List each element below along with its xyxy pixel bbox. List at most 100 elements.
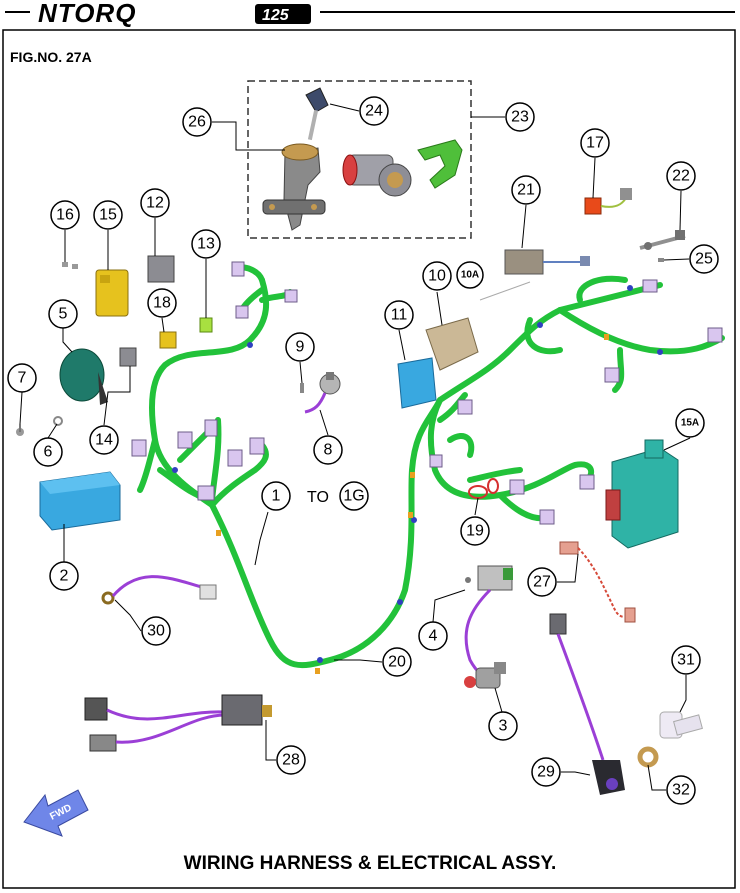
relay-12 [147,255,175,283]
svg-text:8: 8 [324,442,333,459]
callout-22: 22 [666,161,696,191]
screws-16 [62,262,78,269]
ignition-switch [262,143,326,231]
callout-6: 6 [33,437,63,467]
washer-32 [637,746,659,768]
horn [59,348,108,405]
callout-14: 14 [89,425,119,455]
svg-text:10A: 10A [461,270,479,281]
callout-28: 28 [276,745,306,775]
svg-text:28: 28 [282,752,300,769]
brand-logo: NTORQ 125 [5,0,735,28]
callout-13: 13 [191,229,221,259]
svg-text:31: 31 [677,652,695,669]
callout-16: 16 [50,200,80,230]
svg-text:4: 4 [429,628,438,645]
ecu-15A [605,439,679,549]
clip-13 [199,317,213,333]
svg-text:2: 2 [60,568,69,585]
callout-31: 31 [671,645,701,675]
harness-tags [216,334,609,674]
screw-9 [300,383,304,393]
logo-wordmark: NTORQ [38,0,136,28]
svg-text:25: 25 [695,251,713,268]
callout-27: 27 [527,567,557,597]
callout-15A: 15A [675,408,705,438]
module-4 [465,565,513,591]
callout-30: 30 [141,616,171,646]
svg-text:14: 14 [95,432,113,449]
callout-19: 19 [460,516,490,546]
callout-8: 8 [313,435,343,465]
battery [39,471,121,531]
svg-text:6: 6 [44,444,53,461]
svg-text:1: 1 [272,488,281,505]
ignition-key [305,87,329,141]
screw-25 [658,258,664,262]
callout-1G: 1G [339,481,369,511]
svg-text:17: 17 [586,135,604,152]
figure-title: WIRING HARNESS & ELECTRICAL ASSY. [184,853,557,874]
callout-15: 15 [93,200,123,230]
washer-6 [53,416,63,426]
svg-text:3: 3 [499,718,508,735]
svg-text:7: 7 [18,370,27,387]
figure-number: FIG.NO. 27A [10,49,92,65]
callout-23: 23 [505,102,535,132]
logo-suffix: 125 [262,7,290,24]
lock-cylinder [342,154,412,197]
flasher-relay [95,269,129,317]
svg-text:23: 23 [511,109,529,126]
switch-22 [639,230,686,250]
callout-12: 12 [140,188,170,218]
svg-text:27: 27 [533,574,551,591]
harness-connectors [131,261,723,525]
svg-text:19: 19 [466,523,484,540]
lock-holder-clip [417,139,463,189]
logo-badge [255,4,311,24]
sensor-8 [319,372,341,395]
svg-text:15: 15 [99,207,117,224]
callout-9: 9 [285,332,315,362]
svg-text:5: 5 [59,306,68,323]
svg-text:30: 30 [147,623,165,640]
cross-reference-label: TO [307,489,329,506]
svg-text:32: 32 [672,782,690,799]
callout-29: 29 [531,757,561,787]
svg-text:15A: 15A [681,418,699,429]
wire-30 [101,575,217,605]
svg-text:20: 20 [388,654,406,671]
callout-2: 2 [49,561,79,591]
callout-24: 24 [359,96,389,126]
callout-26: 26 [182,107,212,137]
relay-14 [119,347,137,367]
harness-clips [172,285,663,663]
leader-lines [19,103,691,791]
sensor-29 [549,613,625,795]
connector-17 [584,188,632,215]
svg-text:18: 18 [153,295,171,312]
figure-frame [2,29,736,889]
module-11 [397,357,437,409]
sensor-3 [464,662,506,689]
sub-harness-28 [84,694,272,752]
sensor-wire [304,392,327,414]
callout-10A: 10A [456,261,484,289]
callout-7: 7 [7,363,37,393]
ecu-10 [425,317,479,371]
svg-text:11: 11 [391,307,408,324]
svg-text:26: 26 [188,114,206,131]
svg-text:13: 13 [197,236,215,253]
main-wiring-harness [137,264,725,669]
svg-text:9: 9 [296,339,305,356]
callout-10: 10 [422,261,452,291]
svg-text:10: 10 [428,268,446,285]
svg-text:16: 16 [56,207,74,224]
callout-11: 11 [384,300,414,330]
svg-text:22: 22 [672,168,690,185]
callout-25: 25 [689,244,719,274]
callout-20: 20 [382,647,412,677]
callout-5: 5 [48,299,78,329]
